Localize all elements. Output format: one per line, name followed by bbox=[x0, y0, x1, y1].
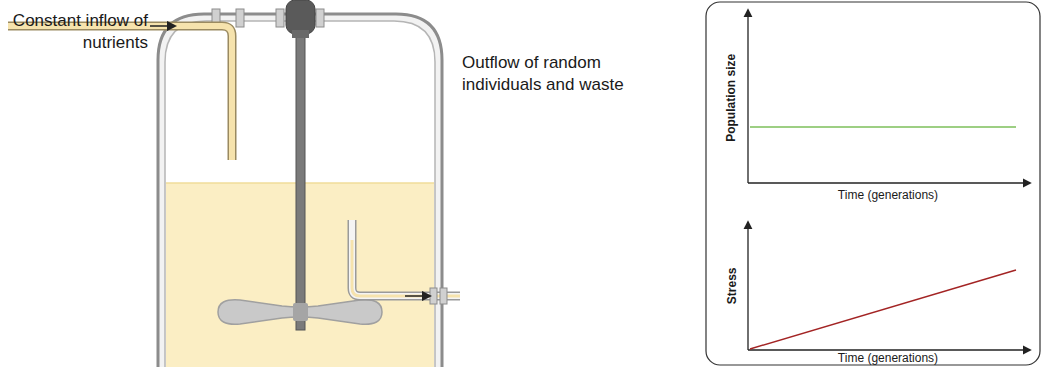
axis-title: Time (generations) bbox=[838, 188, 938, 204]
outlet-pipe bbox=[352, 220, 460, 304]
inflow-label: Constant inflow of nutrients bbox=[8, 10, 148, 54]
population-line bbox=[750, 126, 1016, 128]
chart-panel bbox=[706, 2, 1040, 365]
stirrer bbox=[218, 0, 382, 330]
stress-line bbox=[750, 270, 1016, 349]
axis-title: Stress bbox=[724, 268, 740, 305]
axis-title: Population size bbox=[724, 54, 740, 142]
tank bbox=[158, 14, 442, 367]
axis-title: Time (generations) bbox=[838, 351, 938, 367]
outflow-label: Outflow of random individuals and waste bbox=[462, 52, 647, 96]
